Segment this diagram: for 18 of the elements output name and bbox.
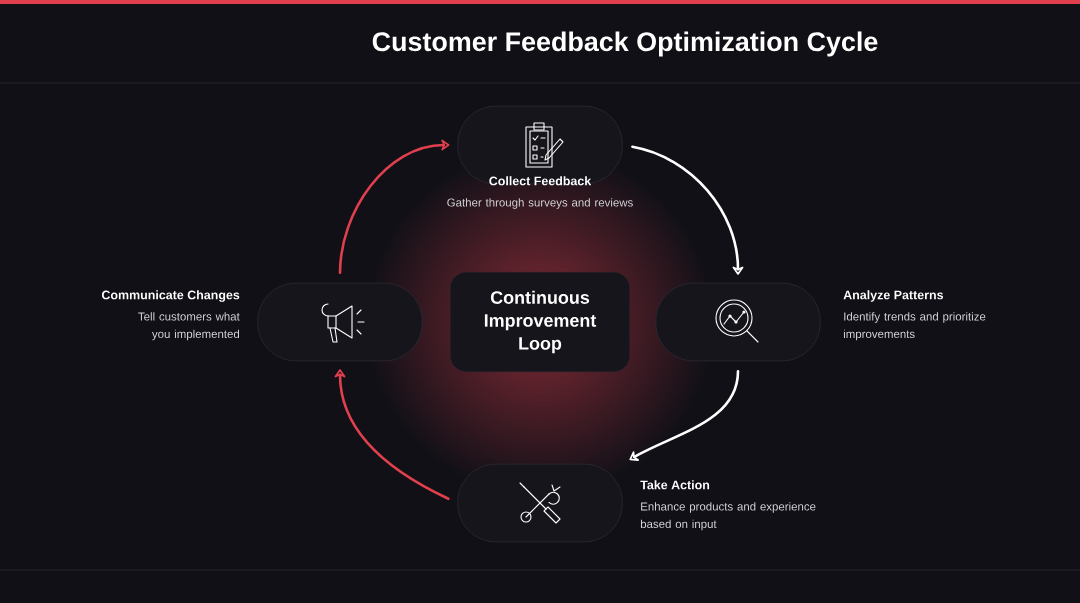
step-pill [101, 282, 423, 362]
title: Customer Feedback Optimization Cycle [372, 31, 878, 57]
step-heading: Take Action [640, 480, 710, 490]
step-pill [457, 463, 816, 543]
step-heading: Communicate Changes [101, 290, 240, 302]
arrow [334, 369, 450, 501]
step-description: Identify trends and prioritize improvements [843, 312, 986, 341]
step-pill [447, 105, 633, 209]
step-heading: Collect Feedback [489, 176, 592, 186]
step-heading: Analyze Patterns [843, 290, 944, 302]
step-pill [655, 282, 986, 362]
arrow [631, 145, 744, 275]
step-description: Tell customers what you implemented [138, 312, 240, 341]
step-description: Gather through surveys and reviews [447, 198, 633, 209]
arrow [338, 139, 450, 275]
step-description: Enhance products and experience based on input [640, 502, 816, 531]
center-box: Continuous Improvement Loop [450, 272, 630, 372]
arrow [629, 369, 740, 461]
